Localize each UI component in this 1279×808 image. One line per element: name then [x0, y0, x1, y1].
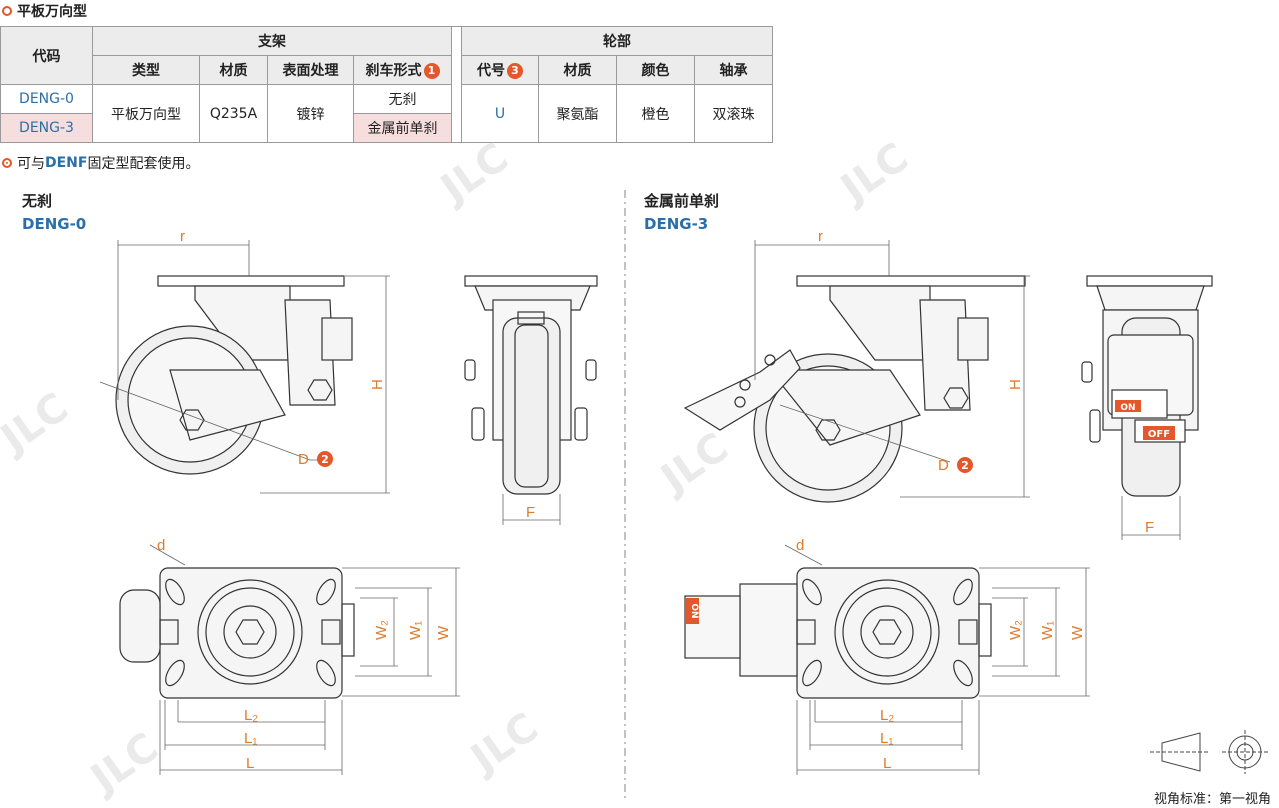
col-code-header: 代码 [0, 26, 93, 85]
dim-L1-label: L₁ [880, 730, 893, 747]
brake-on-label: ON [689, 603, 699, 618]
dim-H-label: H [1007, 379, 1024, 390]
dim-r-label: r [180, 228, 185, 245]
dim-L-label: L [246, 755, 254, 772]
projection-standard-label: 视角标准：第一视角 [1153, 792, 1271, 807]
wheel-group-header: 轮部 [461, 26, 773, 56]
dim-D-badge: 2 [321, 453, 329, 466]
dim-D-label: D [298, 451, 309, 468]
cell-type: 平板万向型 [92, 84, 200, 143]
ring-bullet-icon [2, 6, 12, 16]
dim-L-label: L [883, 755, 891, 772]
section-title: 平板万向型 [2, 0, 87, 22]
right-brake-label: 金属前单刹 [644, 192, 720, 210]
note-number-badge: 1 [423, 63, 440, 79]
left-code-label: DENG-0 [22, 215, 87, 233]
dim-W2-label: W₂ [373, 620, 390, 640]
note-number-badge: 3 [507, 63, 523, 79]
cell-wheel-color: 橙色 [616, 84, 695, 143]
col-wheel-material-header: 材质 [538, 55, 617, 85]
dim-r-label: r [818, 228, 823, 245]
cell-wheel-material: 聚氨酯 [538, 84, 617, 143]
brake-off-label: OFF [1148, 429, 1170, 440]
page-title: 平板万向型 [17, 4, 87, 20]
dim-D-label: D [938, 457, 949, 474]
left-brake-label: 无刹 [22, 192, 53, 210]
compat-code: DENF [45, 155, 88, 171]
cell-bearing: 双滚珠 [694, 84, 773, 143]
top-plate [157, 275, 345, 287]
dim-W-label: W [1069, 625, 1086, 640]
ring-bullet-icon [2, 158, 12, 168]
cell-surface: 镀锌 [267, 84, 354, 143]
dim-L1-label: L₁ [244, 730, 257, 747]
dim-W1-label: W₁ [1039, 621, 1056, 640]
dim-d-label: d [157, 537, 165, 554]
dim-D-badge: 2 [961, 459, 969, 472]
brake-on-label: ON [1120, 403, 1135, 413]
bracket-group-header: 支架 [92, 26, 452, 56]
cell-material: Q235A [199, 84, 268, 143]
col-color-header: 颜色 [616, 55, 695, 85]
dim-F-label: F [1145, 519, 1154, 536]
dim-L2-label: L₂ [244, 707, 258, 724]
dim-L2-label: L₂ [880, 707, 894, 724]
dim-W2-label: W₂ [1007, 620, 1024, 640]
cell-brake: 金属前单刹 [353, 113, 452, 143]
col-surface-header: 表面处理 [267, 55, 354, 85]
dim-W-label: W [435, 625, 452, 640]
dim-F-label: F [526, 504, 535, 521]
col-type-header: 类型 [92, 55, 200, 85]
right-code-label: DENG-3 [644, 215, 709, 233]
dim-H-label: H [369, 379, 386, 390]
dim-d-label: d [796, 537, 804, 554]
row-code: DENG-3 [0, 113, 93, 143]
dim-W1-label: W₁ [407, 621, 424, 640]
